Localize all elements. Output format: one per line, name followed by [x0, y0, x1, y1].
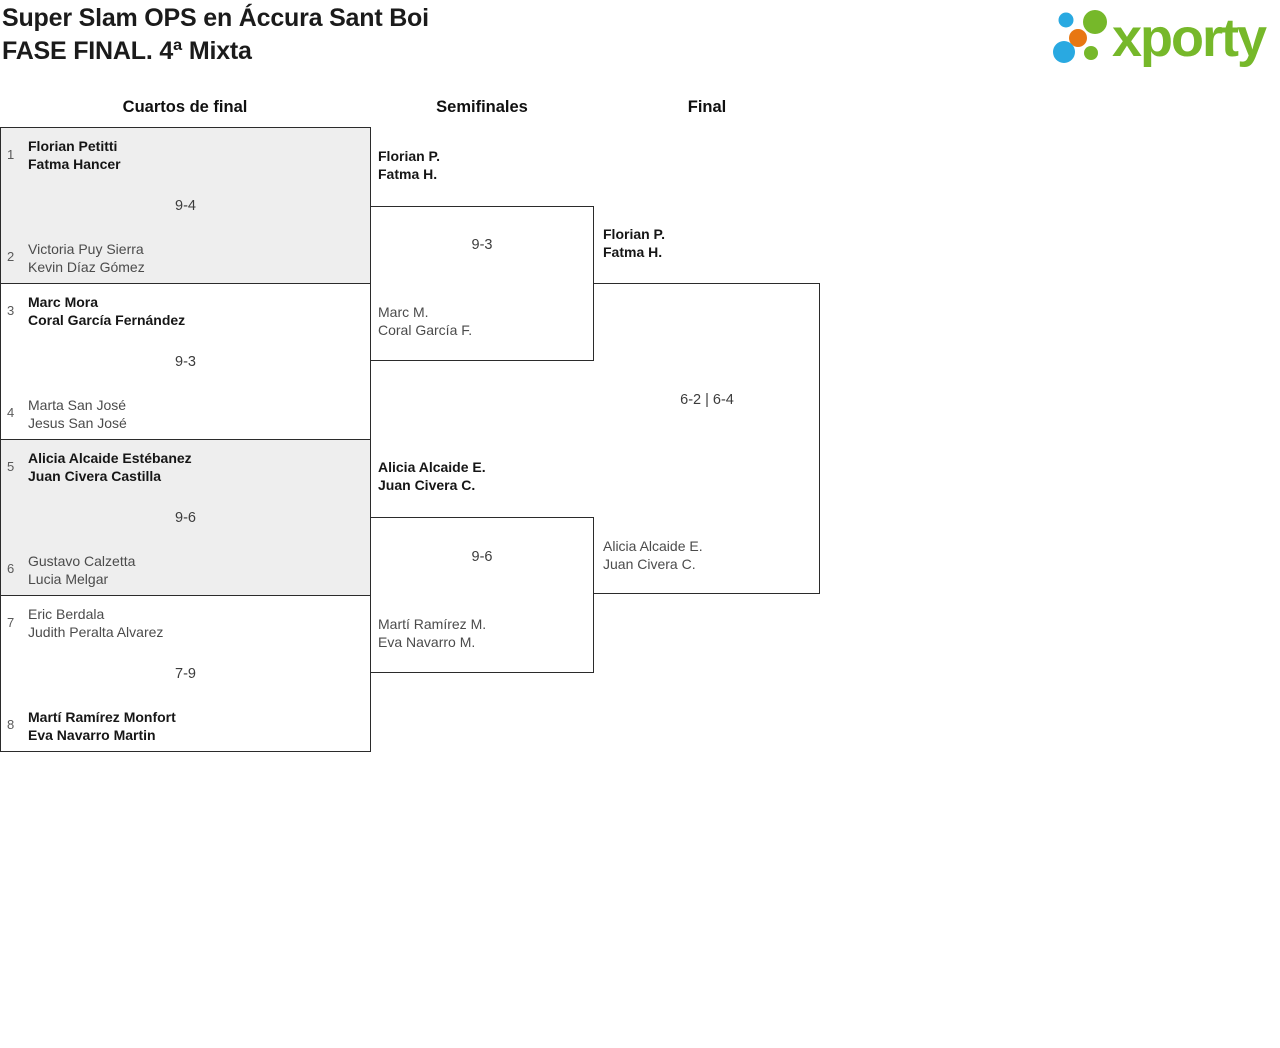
- player-name: Kevin Díaz Gómez: [28, 259, 145, 275]
- player-name: Coral García F.: [378, 322, 473, 338]
- player-name: Lucia Melgar: [28, 571, 109, 587]
- player-name: Marc M.: [378, 304, 429, 320]
- tournament-title: Super Slam OPS en Áccura Sant Boi FASE F…: [2, 2, 429, 68]
- team-name: Florian Petitti Fatma Hancer: [28, 137, 121, 173]
- final-team-top: Florian P. Fatma H.: [603, 225, 665, 261]
- sf2-team-bottom: Martí Ramírez M. Eva Navarro M.: [378, 615, 486, 651]
- sf2-team-top: Alicia Alcaide E. Juan Civera C.: [378, 458, 486, 494]
- qf-match-1: 1 Florian Petitti Fatma Hancer 9-4 2 Vic…: [0, 127, 371, 284]
- team-name: Gustavo Calzetta Lucia Melgar: [28, 552, 135, 588]
- round-header-cuartos: Cuartos de final: [122, 98, 248, 116]
- player-name: Juan Civera C.: [378, 477, 476, 493]
- player-name: Fatma H.: [603, 244, 663, 260]
- xporty-logo[interactable]: xporty: [1048, 4, 1274, 70]
- player-name: Alicia Alcaide E.: [603, 538, 703, 554]
- logo-wordmark: xporty: [1112, 8, 1267, 68]
- team-name: Alicia Alcaide Estébanez Juan Civera Cas…: [28, 449, 192, 485]
- round-header-final: Final: [687, 98, 727, 116]
- seed-number: 5: [7, 459, 15, 474]
- sf-match-1-box: [370, 206, 594, 361]
- logo-dots-icon: xporty: [1053, 8, 1269, 68]
- player-name: Florian P.: [603, 226, 665, 242]
- round-header-semifinales: Semifinales: [436, 98, 528, 116]
- seed-number: 1: [7, 147, 15, 162]
- qf-match-2: 3 Marc Mora Coral García Fernández 9-3 4…: [0, 283, 371, 440]
- player-name: Marc Mora: [28, 294, 99, 310]
- player-name: Juan Civera C.: [603, 556, 696, 572]
- player-name: Martí Ramírez Monfort: [28, 709, 176, 725]
- seed-number: 2: [7, 249, 15, 264]
- player-name: Eva Navarro M.: [378, 634, 476, 650]
- final-match-box: [594, 283, 820, 594]
- player-name: Alicia Alcaide E.: [378, 459, 486, 475]
- team-name: Marta San José Jesus San José: [28, 396, 127, 432]
- player-name: Marta San José: [28, 397, 127, 413]
- seed-number: 3: [7, 303, 15, 318]
- team-name: Martí Ramírez Monfort Eva Navarro Martin: [28, 708, 176, 744]
- match-score: 9-3: [175, 354, 196, 370]
- team-name: Eric Berdala Judith Peralta Alvarez: [28, 605, 163, 641]
- player-name: Eric Berdala: [28, 606, 105, 622]
- player-name: Alicia Alcaide Estébanez: [28, 450, 192, 466]
- seed-number: 4: [7, 405, 15, 420]
- qf-match-3: 5 Alicia Alcaide Estébanez Juan Civera C…: [0, 439, 371, 596]
- tournament-phase-line2: FASE FINAL. 4ª Mixta: [2, 37, 252, 65]
- player-name: Eva Navarro Martin: [28, 727, 156, 743]
- player-name: Gustavo Calzetta: [28, 553, 136, 569]
- match-score: 9-6: [471, 549, 493, 565]
- player-name: Coral García Fernández: [28, 312, 186, 328]
- sf-match-2-box: [370, 517, 594, 673]
- player-name: Jesus San José: [28, 415, 127, 431]
- seed-number: 7: [7, 615, 15, 630]
- seed-number: 6: [7, 561, 15, 576]
- match-score: 9-4: [175, 198, 196, 214]
- player-name: Florian Petitti: [28, 138, 118, 154]
- seed-number: 8: [7, 717, 15, 732]
- match-score: 9-6: [175, 510, 196, 526]
- match-score: 7-9: [175, 666, 196, 682]
- player-name: Fatma Hancer: [28, 156, 121, 172]
- match-score: 9-3: [471, 237, 493, 253]
- player-name: Judith Peralta Alvarez: [28, 624, 164, 640]
- player-name: Florian P.: [378, 148, 440, 164]
- team-name: Victoria Puy Sierra Kevin Díaz Gómez: [28, 240, 145, 276]
- final-team-bottom: Alicia Alcaide E. Juan Civera C.: [603, 537, 703, 573]
- player-name: Fatma H.: [378, 166, 438, 182]
- final-score: 6-2 | 6-4: [680, 392, 734, 408]
- player-name: Martí Ramírez M.: [378, 616, 487, 632]
- team-name: Marc Mora Coral García Fernández: [28, 293, 185, 329]
- player-name: Juan Civera Castilla: [28, 468, 162, 484]
- sf1-team-bottom: Marc M. Coral García F.: [378, 303, 472, 339]
- qf-match-4: 7 Eric Berdala Judith Peralta Alvarez 7-…: [0, 595, 371, 752]
- sf1-team-top: Florian P. Fatma H.: [378, 147, 440, 183]
- tournament-title-line1: Super Slam OPS en Áccura Sant Boi: [2, 4, 429, 32]
- player-name: Victoria Puy Sierra: [28, 241, 144, 257]
